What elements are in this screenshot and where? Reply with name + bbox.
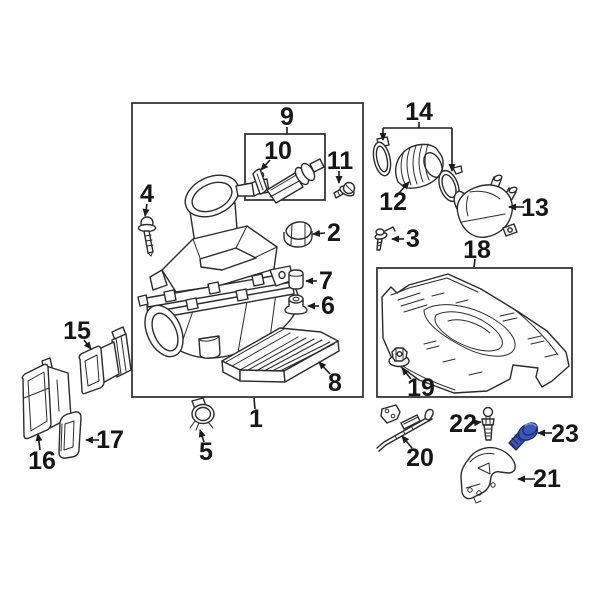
callout-label-23: 23 xyxy=(551,420,579,448)
callout-label-20: 20 xyxy=(406,444,434,472)
callout-1: 1 xyxy=(249,397,263,433)
callout-label-9: 9 xyxy=(280,103,294,131)
callout-label-1: 1 xyxy=(249,405,263,433)
callout-label-22: 22 xyxy=(449,410,477,438)
callout-label-11: 11 xyxy=(327,147,354,175)
callout-14: 14 xyxy=(379,98,456,172)
callout-19-leader xyxy=(401,367,412,380)
callout-16: 16 xyxy=(28,433,56,475)
callout-23: 23 xyxy=(537,420,579,448)
callout-1-leader xyxy=(253,397,256,410)
part-12-intake-hose xyxy=(394,143,444,189)
callout-22: 22 xyxy=(449,410,482,438)
callout-16-leader xyxy=(35,433,43,451)
callout-15: 15 xyxy=(63,317,92,350)
callout-17: 17 xyxy=(85,426,124,454)
part-7-spacer-bushing xyxy=(288,269,304,290)
part-6-grommet xyxy=(284,294,308,315)
callout-18-leader xyxy=(473,258,476,268)
callout-10-leader xyxy=(260,159,271,171)
part-23-bolt-highlighted xyxy=(508,422,539,451)
callout-12-leader xyxy=(398,181,410,194)
callout-label-7: 7 xyxy=(319,267,333,295)
callout-20-leader xyxy=(401,435,413,449)
callout-label-21: 21 xyxy=(533,465,561,493)
air-cleaner-assembly-box xyxy=(131,102,364,398)
callout-21: 21 xyxy=(517,465,561,493)
part-8-air-filter xyxy=(221,327,340,383)
sensor-kit-box xyxy=(244,133,326,201)
callout-label-6: 6 xyxy=(321,292,335,320)
part-15-air-duct xyxy=(78,326,132,395)
callout-2-leader xyxy=(312,229,326,237)
part-14-clamp-right xyxy=(438,165,463,203)
callout-label-16: 16 xyxy=(28,447,56,475)
part-2-cap xyxy=(283,221,313,248)
boxes-layer xyxy=(131,102,573,398)
engine-cover-box xyxy=(376,267,573,398)
part-21-bracket xyxy=(460,446,516,504)
part-3-clip xyxy=(374,226,396,251)
callout-13: 13 xyxy=(508,194,549,222)
callout-2: 2 xyxy=(312,219,341,247)
callout-9: 9 xyxy=(280,103,294,134)
part-11-screw xyxy=(333,181,356,199)
callout-3: 3 xyxy=(391,225,420,253)
part-13-connector xyxy=(453,174,518,238)
callout-11: 11 xyxy=(327,147,354,184)
callout-8-leader xyxy=(318,361,331,375)
part-16-air-duct xyxy=(21,357,72,440)
callout-5-leader xyxy=(198,429,206,443)
part-20-support-bracket xyxy=(376,404,434,452)
callout-20: 20 xyxy=(401,435,434,472)
part-17-duct-seal xyxy=(58,411,82,459)
callout-19: 19 xyxy=(401,367,435,402)
callout-6: 6 xyxy=(307,292,335,320)
callout-label-19: 19 xyxy=(407,374,435,402)
part-18-engine-cover xyxy=(381,273,570,394)
callout-12: 12 xyxy=(379,181,410,216)
callout-7: 7 xyxy=(305,267,333,295)
callout-18: 18 xyxy=(463,236,491,268)
part-22-stud xyxy=(481,406,495,441)
callout-10: 10 xyxy=(260,137,292,171)
callout-label-4: 4 xyxy=(140,180,154,208)
callout-label-14: 14 xyxy=(405,98,433,126)
part-14-clamp-left xyxy=(372,136,392,177)
callout-label-15: 15 xyxy=(63,317,91,345)
callout-15-leader xyxy=(83,339,92,350)
callout-22-leader xyxy=(472,419,482,427)
callout-label-5: 5 xyxy=(199,438,213,466)
callout-4: 4 xyxy=(140,180,154,217)
callout-label-10: 10 xyxy=(264,137,292,165)
callout-label-3: 3 xyxy=(406,225,420,253)
part-19-flange-nut xyxy=(388,347,410,368)
callout-4-leader xyxy=(142,203,150,217)
callout-5: 5 xyxy=(198,429,213,466)
part-9-sensor-kit xyxy=(252,158,325,204)
part-4-screw xyxy=(137,216,157,257)
callout-label-18: 18 xyxy=(463,236,491,264)
callout-label-13: 13 xyxy=(521,194,549,222)
callout-label-8: 8 xyxy=(328,369,342,397)
part-5-clamp xyxy=(189,397,215,431)
callout-label-2: 2 xyxy=(327,219,341,247)
callout-label-17: 17 xyxy=(96,426,124,454)
callout-8: 8 xyxy=(318,361,342,397)
callout-label-12: 12 xyxy=(379,188,407,216)
